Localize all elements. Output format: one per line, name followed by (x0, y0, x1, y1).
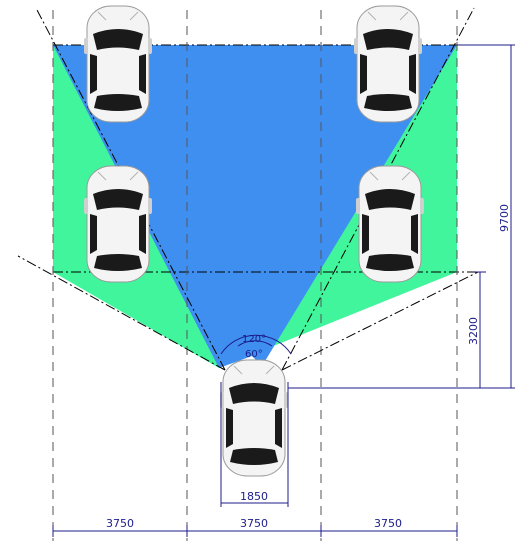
ego-car (219, 359, 289, 477)
car-top-right (353, 5, 423, 123)
fov-ray-wide-left (17, 255, 226, 371)
coverage-zones (53, 44, 483, 368)
arc-120 (220, 334, 292, 355)
near-distance-label: 3200 (467, 317, 480, 345)
lane-width-label-3: 3750 (374, 517, 402, 530)
dimension-lines (52, 44, 515, 537)
car-width-label: 1850 (240, 490, 268, 503)
car-mid-right (355, 165, 425, 283)
narrow-coverage-zone (53, 45, 457, 368)
angle-arcs (220, 334, 292, 355)
car-mid-left (83, 165, 153, 283)
car-top-left (83, 5, 153, 123)
angle-label-narrow: 60° (245, 349, 263, 360)
lane-lines (52, 10, 458, 541)
lane-width-label-2: 3750 (240, 517, 268, 530)
lane-width-label-1: 3750 (106, 517, 134, 530)
far-distance-label: 9700 (498, 204, 511, 232)
arc-60 (237, 340, 273, 347)
fov-ray-wide-right (281, 271, 479, 371)
angle-label-wide: 120° (242, 334, 266, 345)
